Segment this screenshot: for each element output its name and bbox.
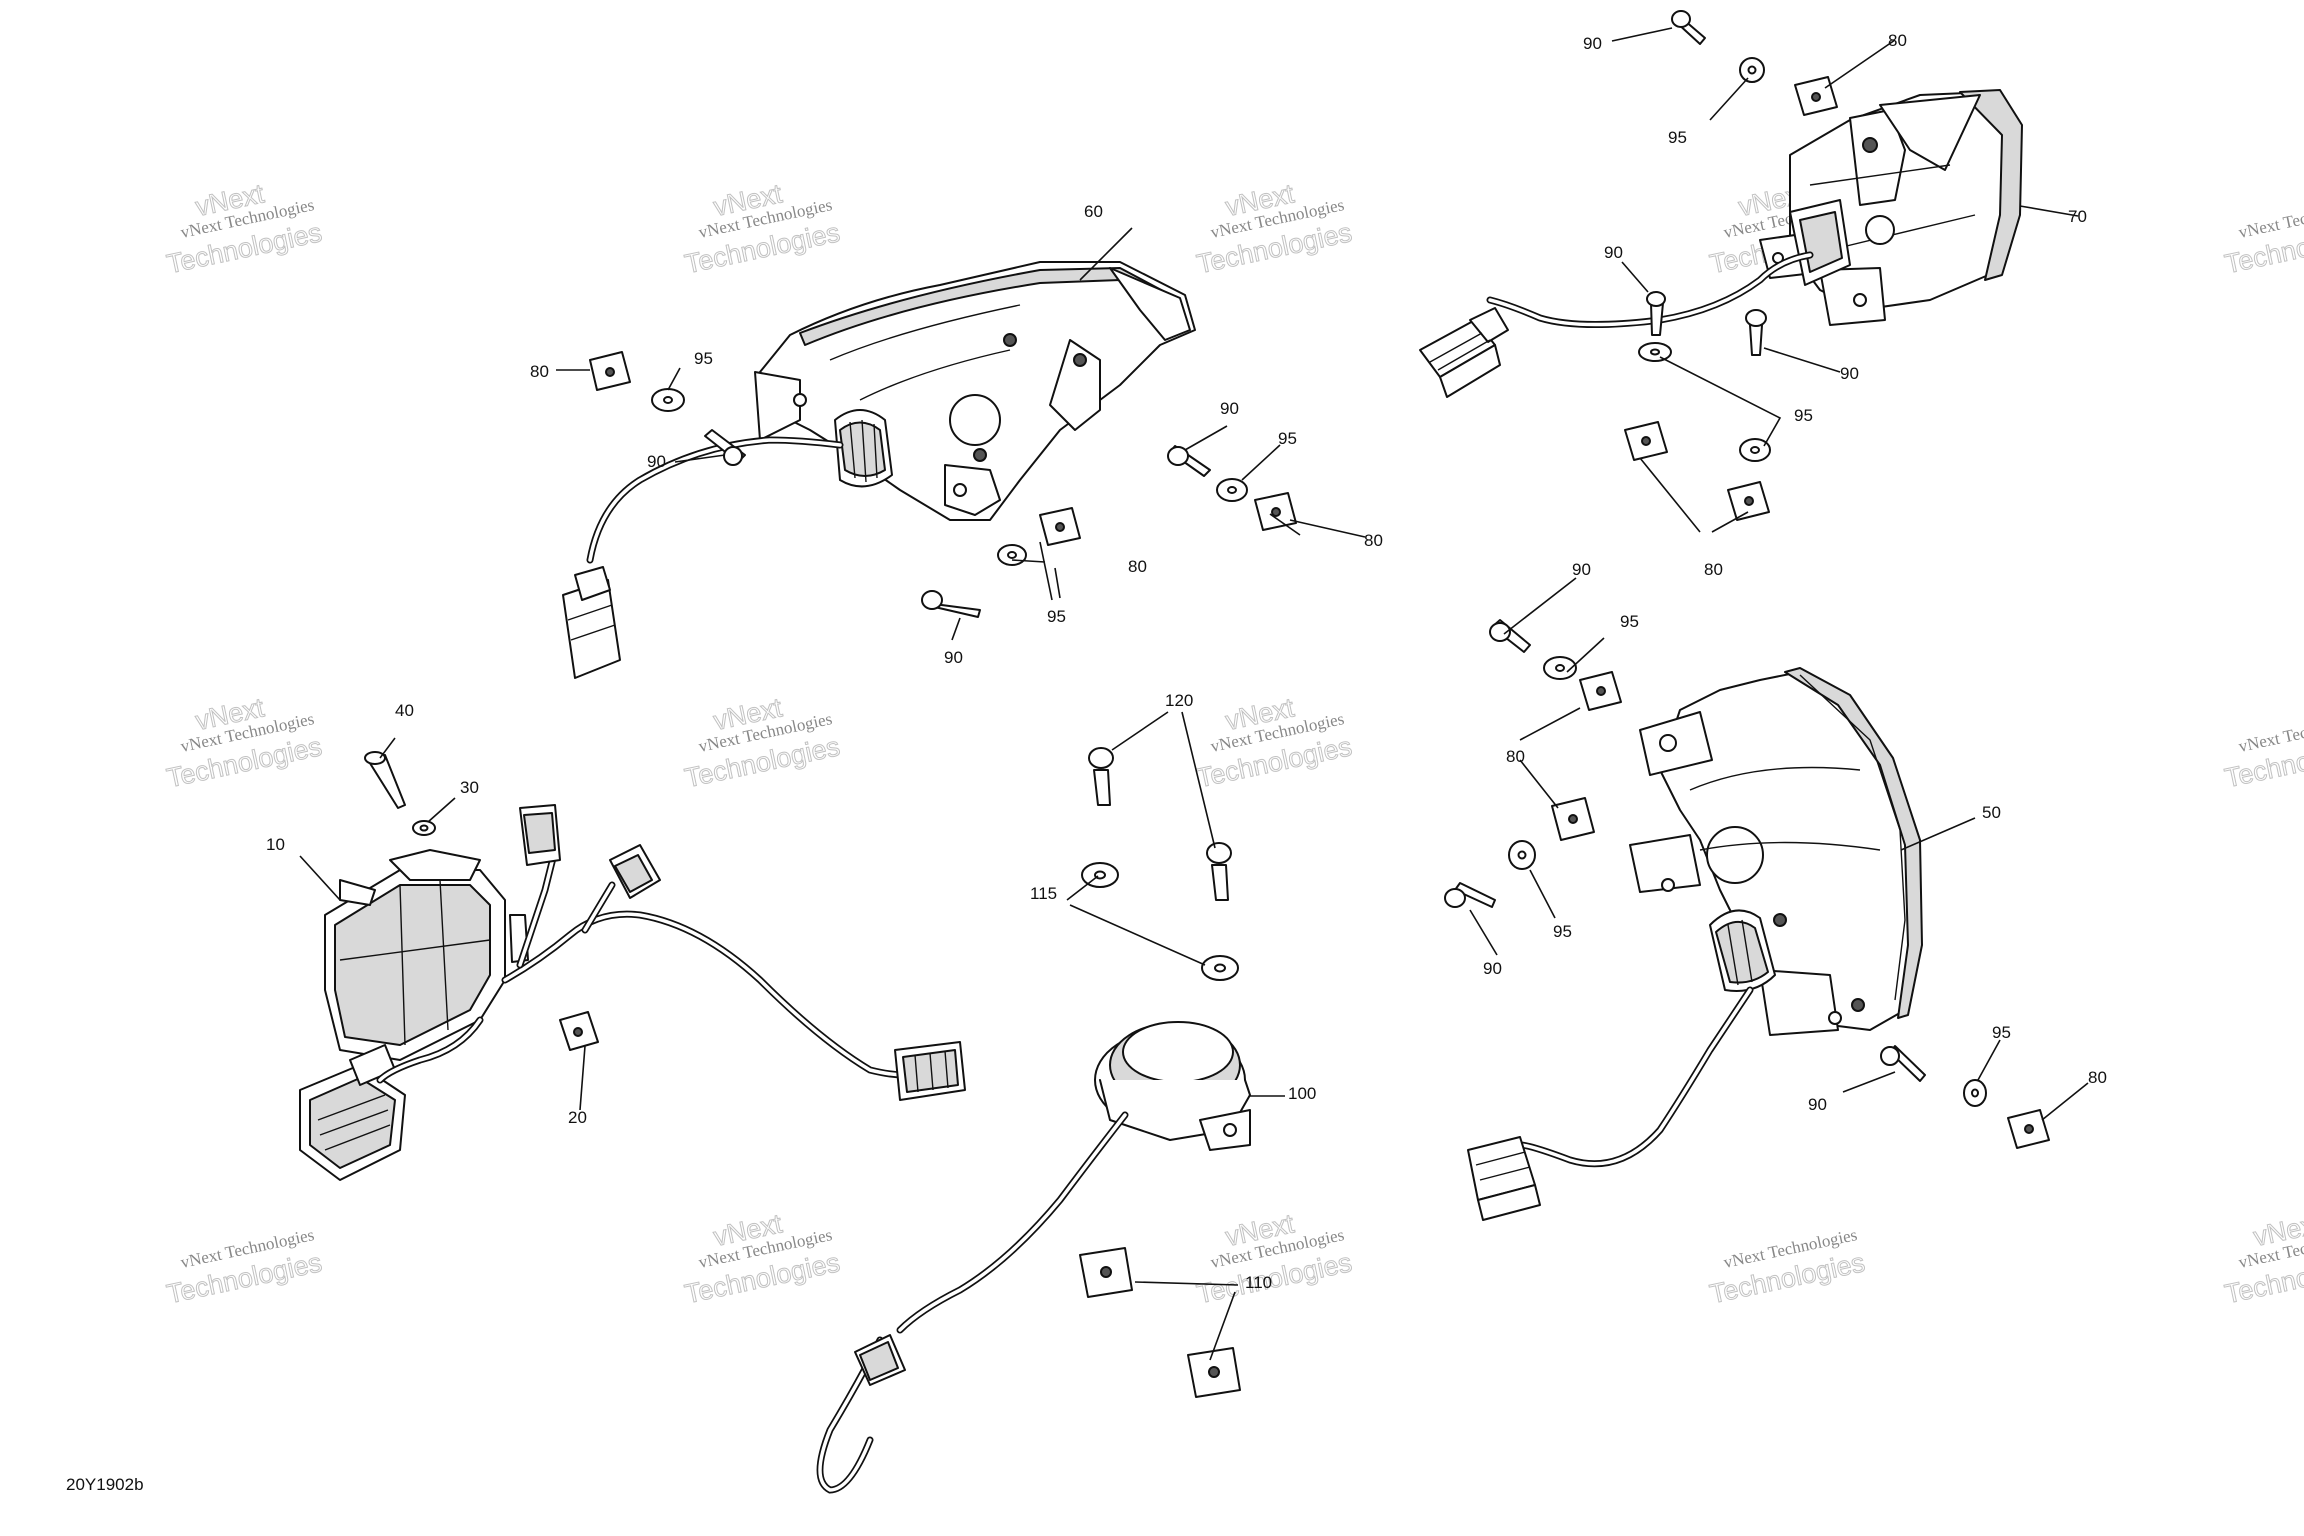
callout-90: 90 — [1604, 243, 1623, 262]
clip-nut-80[interactable] — [1794, 76, 1838, 116]
pin-40[interactable] — [364, 751, 406, 809]
callout-90: 90 — [1220, 399, 1239, 418]
leader-lines — [299, 27, 2089, 1361]
callout-80: 80 — [1128, 557, 1147, 576]
washer-95[interactable] — [1508, 840, 1536, 870]
screw-120[interactable] — [1088, 747, 1114, 806]
screw-90[interactable] — [1745, 309, 1767, 356]
watermark: vNext Technologies Technologies — [164, 1225, 325, 1310]
washer-95[interactable] — [1543, 656, 1577, 680]
callout-95: 95 — [1553, 922, 1572, 941]
callout-20: 20 — [568, 1108, 587, 1127]
callout-110: 110 — [1245, 1273, 1272, 1292]
callout-115: 115 — [1030, 884, 1057, 903]
light-housing-70[interactable] — [1419, 89, 2023, 398]
callout-90: 90 — [1808, 1095, 1827, 1114]
watermark: vNext Technologies Technologies — [1707, 1225, 1868, 1310]
clip-nut-80[interactable] — [1579, 671, 1622, 711]
headlight-assembly-60[interactable] — [562, 261, 1196, 679]
watermark: vNext Technologies Technologies vNext — [1194, 1208, 1355, 1310]
watermark: vNext Technologies Technologies vNext — [682, 692, 843, 794]
washer-95[interactable] — [997, 544, 1027, 566]
callout-120: 120 — [1165, 691, 1193, 710]
watermark: vNext Technologies Technologies — [2222, 709, 2304, 794]
clip-nut-80[interactable] — [1551, 797, 1595, 841]
callout-95: 95 — [1668, 128, 1687, 147]
screw-90[interactable] — [921, 590, 981, 618]
screw-90[interactable] — [704, 429, 746, 466]
callout-10: 10 — [266, 835, 285, 854]
watermark: vNext Technologies Technologies vNext — [164, 692, 325, 794]
screw-90[interactable] — [1489, 619, 1531, 653]
callout-60: 60 — [1084, 202, 1103, 221]
watermark: vNext Technologies Technologies vNext — [1194, 692, 1355, 794]
callout-95: 95 — [1992, 1023, 2011, 1042]
clip-nut-80[interactable] — [589, 351, 631, 391]
clip-nut-20[interactable] — [559, 1011, 599, 1051]
callout-90: 90 — [1572, 560, 1591, 579]
washer-115[interactable] — [1201, 955, 1239, 981]
clip-nut-110[interactable] — [1187, 1347, 1241, 1398]
callout-90: 90 — [647, 452, 666, 471]
watermark: vNext Technologies Technologies vNext — [1194, 178, 1355, 280]
callout-80: 80 — [1888, 31, 1907, 50]
callout-95: 95 — [1047, 607, 1066, 626]
callout-30: 30 — [460, 778, 479, 797]
screw-90[interactable] — [1167, 445, 1211, 477]
callout-100: 100 — [1288, 1084, 1316, 1103]
watermark: vNext Technologies Technologies vNext — [2222, 1208, 2304, 1310]
callout-95: 95 — [1620, 612, 1639, 631]
callout-80: 80 — [2088, 1068, 2107, 1087]
callout-70: 70 — [2068, 207, 2087, 226]
watermark: vNext Technologies Technologies vNext — [682, 1208, 843, 1310]
callout-40: 40 — [395, 701, 414, 720]
callout-80: 80 — [1364, 531, 1383, 550]
washer-95[interactable] — [1963, 1079, 1987, 1107]
callout-90: 90 — [1840, 364, 1859, 383]
callout-labels: 60 70 50 10 20 30 40 100 110 115 120 80 … — [266, 31, 2107, 1292]
switch-box-10[interactable] — [299, 804, 966, 1181]
clip-nut-110[interactable] — [1079, 1247, 1133, 1298]
drawing-code: 20Y1902b — [66, 1475, 144, 1494]
callout-95: 95 — [1794, 406, 1813, 425]
clip-nut-80[interactable] — [1727, 481, 1770, 521]
washer-95[interactable] — [1739, 438, 1771, 462]
washer-95[interactable] — [1638, 342, 1672, 362]
watermark: vNext Technologies Technologies vNext — [682, 178, 843, 280]
callout-90: 90 — [1483, 959, 1502, 978]
clip-nut-80[interactable] — [1624, 421, 1668, 461]
watermark: vNext Technologies Technologies vNext — [164, 178, 325, 280]
washer-95[interactable] — [1739, 57, 1765, 83]
callout-80: 80 — [1506, 747, 1525, 766]
callout-80: 80 — [1704, 560, 1723, 579]
callout-95: 95 — [694, 349, 713, 368]
headlight-assembly-50[interactable] — [1467, 667, 1923, 1221]
screw-90[interactable] — [1646, 291, 1666, 336]
washer-30[interactable] — [412, 820, 436, 836]
washer-95[interactable] — [651, 388, 685, 412]
clip-nut-80[interactable] — [2007, 1109, 2050, 1149]
watermark: vNext Technologies Technologies — [2222, 195, 2304, 280]
callout-80: 80 — [530, 362, 549, 381]
callout-50: 50 — [1982, 803, 2001, 822]
screw-90[interactable] — [1880, 1045, 1926, 1082]
horn-100[interactable] — [816, 1021, 1251, 1494]
callout-95: 95 — [1278, 429, 1297, 448]
callout-90: 90 — [944, 648, 963, 667]
washer-95[interactable] — [1216, 478, 1248, 502]
screw-90[interactable] — [1444, 882, 1496, 908]
callout-90: 90 — [1583, 34, 1602, 53]
screw-120[interactable] — [1206, 842, 1232, 901]
clip-nut-80[interactable] — [1039, 507, 1081, 546]
screw-90[interactable] — [1671, 10, 1706, 45]
clip-nut-80[interactable] — [1254, 492, 1297, 531]
